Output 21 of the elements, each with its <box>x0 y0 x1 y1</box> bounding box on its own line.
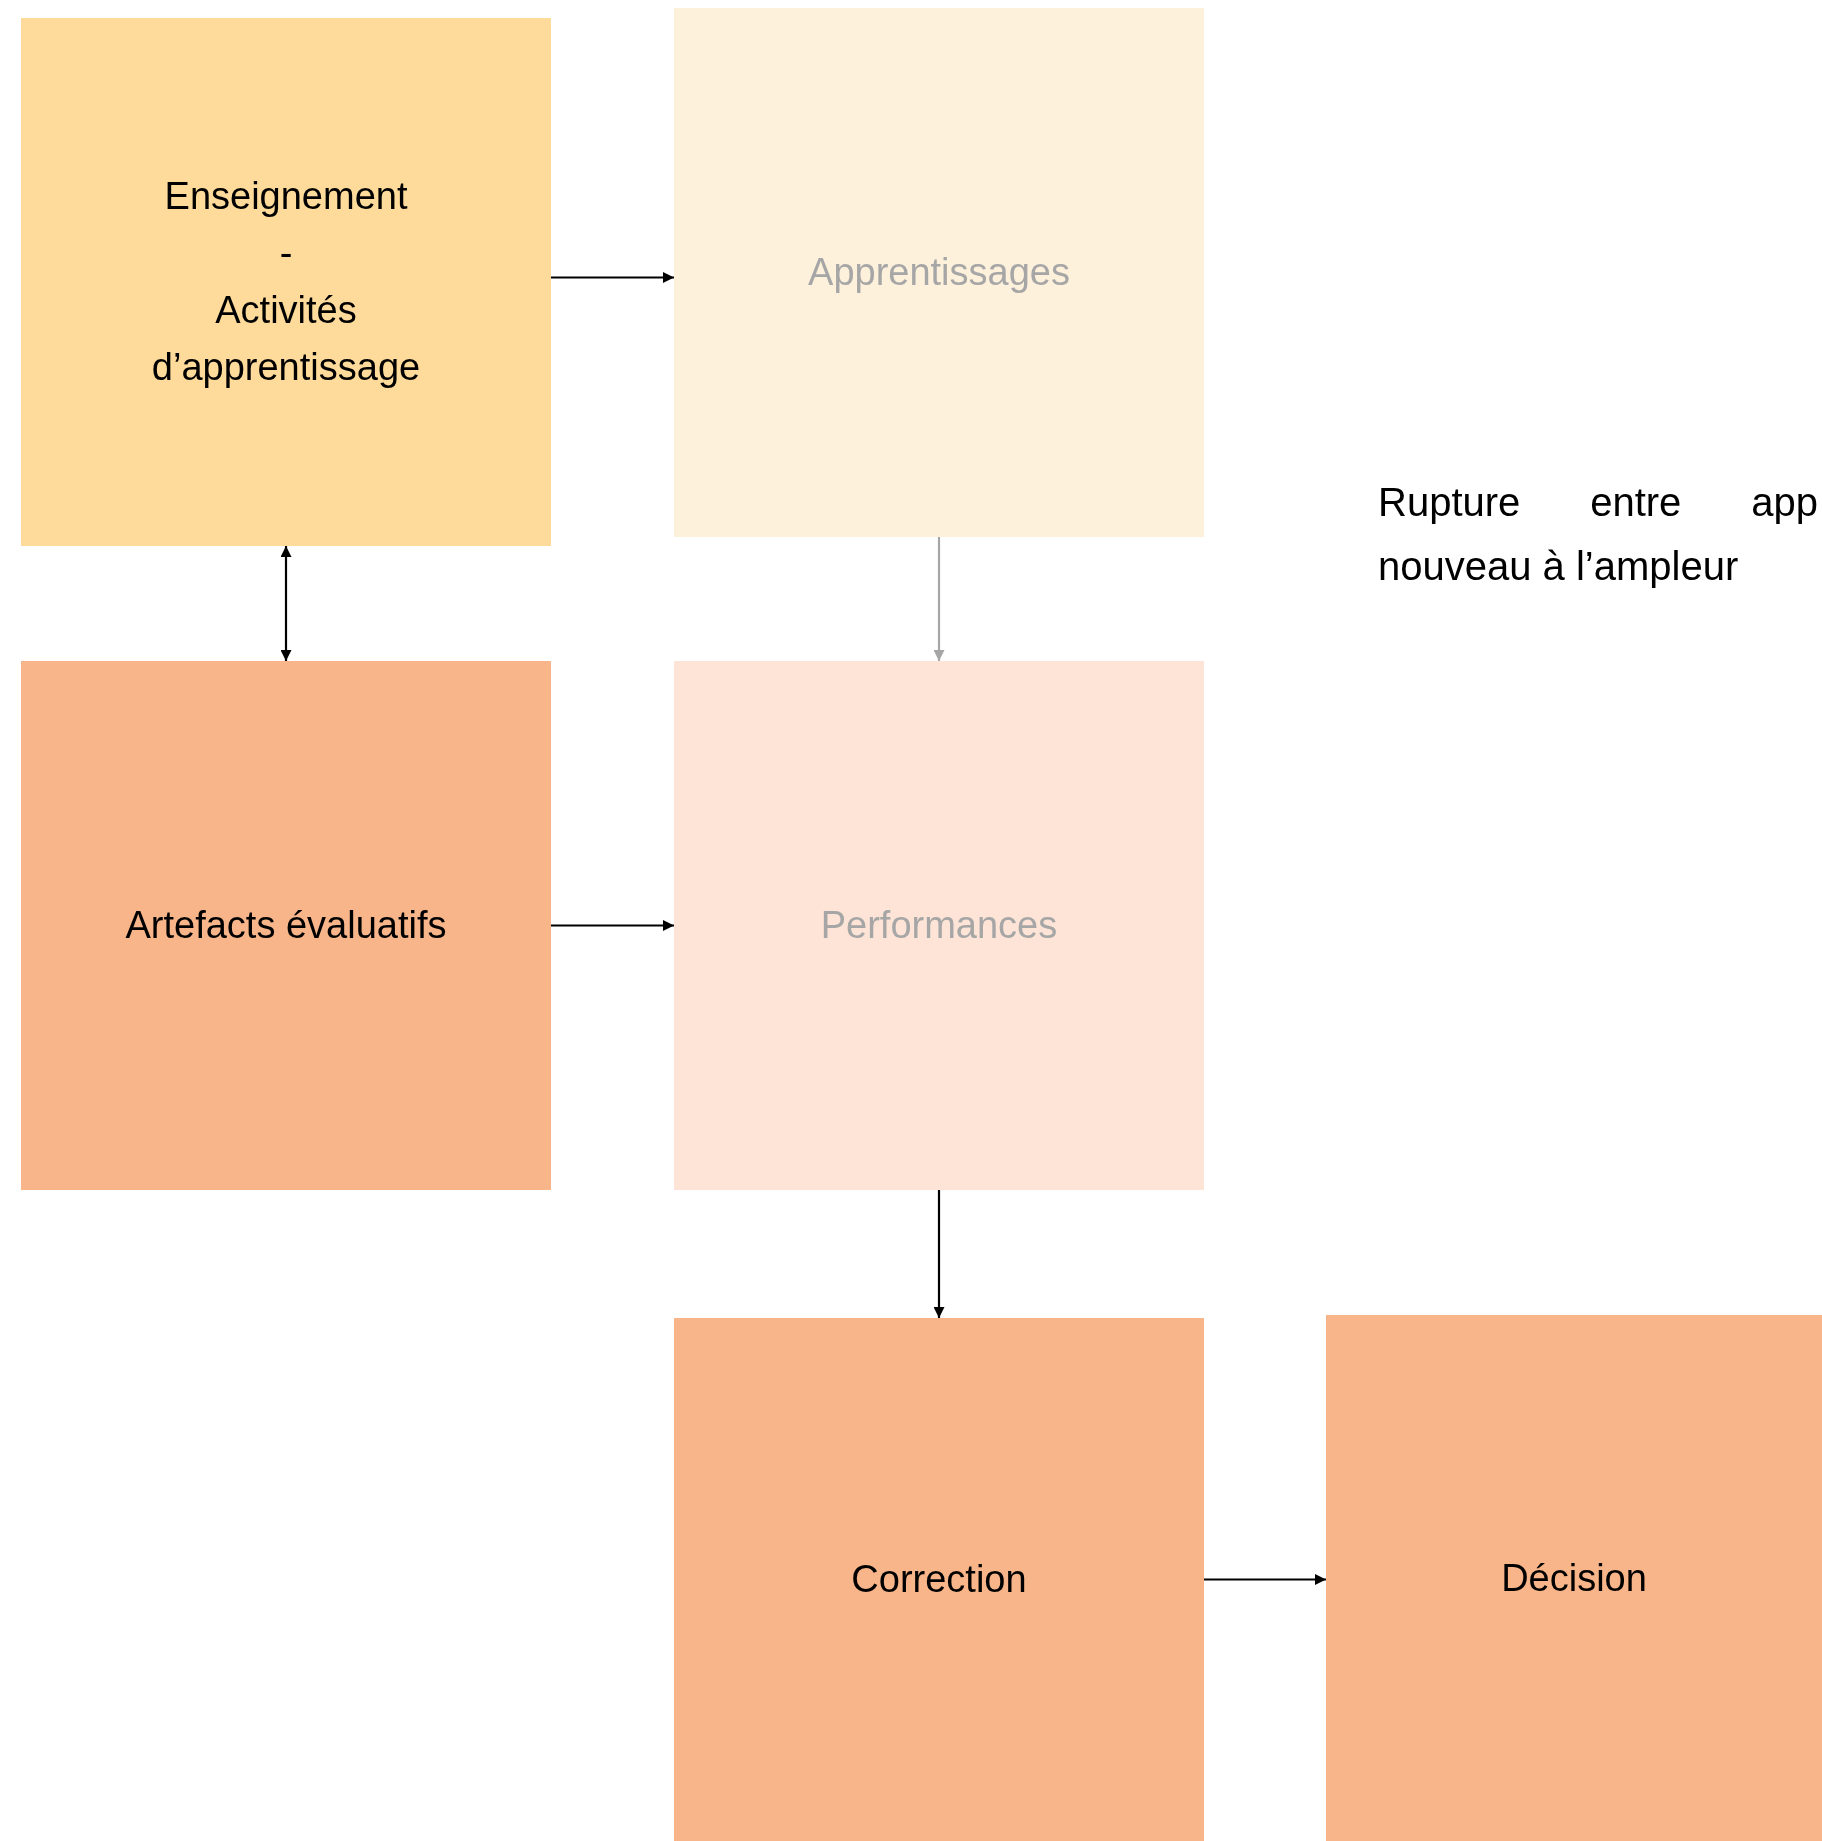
box-label: Correction <box>851 1557 1027 1602</box>
arrow <box>933 1190 945 1318</box>
assessment-box <box>21 661 551 1190</box>
box-label: Décision <box>1501 1555 1647 1601</box>
box-label: Activités d’apprentissage <box>150 288 422 390</box>
arrow <box>933 537 945 661</box>
performance-box <box>674 661 1204 1190</box>
box-label: Apprentissages <box>808 250 1070 295</box>
learning-box <box>674 8 1204 537</box>
note-text: Rupture entre app nouveau à l’ampleur <box>1378 479 1818 590</box>
arrow <box>551 272 674 283</box>
teaching-box <box>21 18 551 546</box>
correction-box <box>674 1318 1204 1841</box>
arrow <box>551 920 674 931</box>
decision-box <box>1326 1315 1822 1841</box>
box-label: Performances <box>820 903 1058 948</box>
arrow <box>1204 1574 1326 1585</box>
box-label: Enseignement <box>164 174 408 219</box>
box-label: - <box>279 231 293 276</box>
arrow <box>280 546 292 661</box>
box-label: Artefacts évaluatifs <box>125 903 447 948</box>
